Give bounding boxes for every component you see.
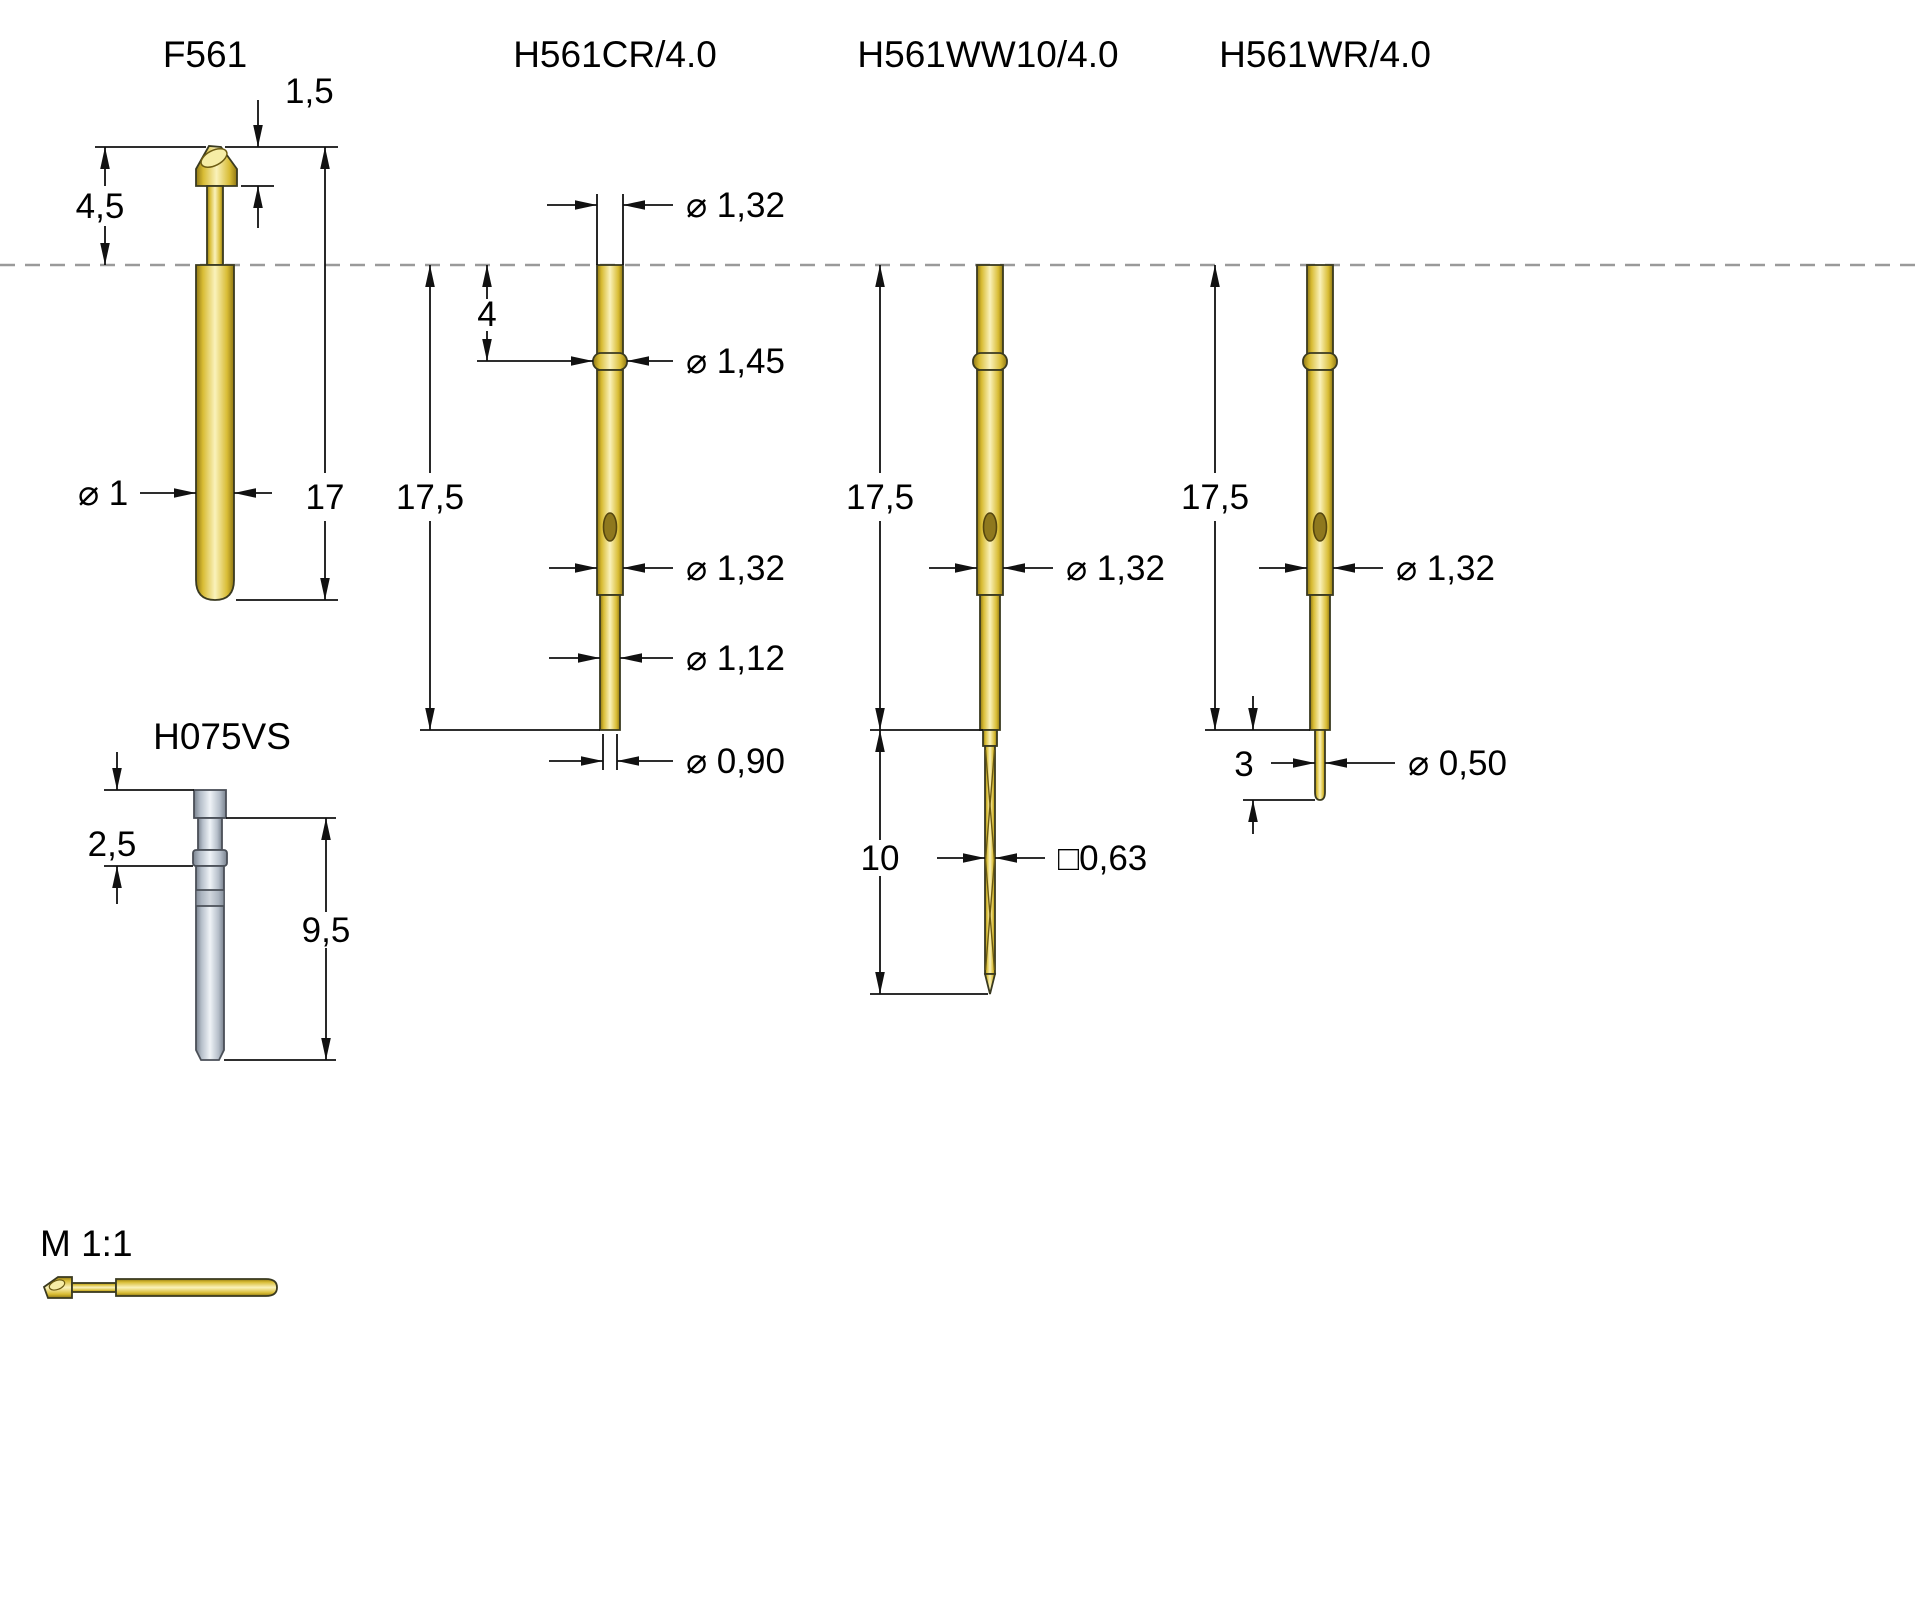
- figure-title-f561: F561: [163, 34, 247, 75]
- dim-h561cr-lower-dia: ⌀ 1,12: [686, 639, 785, 678]
- figure-title-h561ww10: H561WW10/4.0: [857, 34, 1118, 75]
- scale-probe-barrel: [115, 1278, 278, 1297]
- dim-h561cr-length: 17,5: [396, 478, 464, 517]
- dim-h561cr-bottom-dia: ⌀ 0,90: [686, 742, 785, 781]
- f561-probe-drawing: [195, 145, 238, 601]
- dim-h561cr-top-dia: ⌀ 1,32: [686, 186, 785, 225]
- receptacle-lower-tube: [979, 594, 1001, 731]
- figure-h561ww10: H561WW10/4.0 17,5 ⌀ 1,32: [846, 34, 1165, 995]
- solder-tail-pin: [1314, 729, 1326, 801]
- dim-h561cr-collar-offset: 4: [477, 295, 496, 334]
- figure-title-h075vs: H075VS: [153, 716, 291, 757]
- dim-h561ww10-body-dia: ⌀ 1,32: [1066, 549, 1165, 588]
- h561ww10-dimensions: 17,5 ⌀ 1,32 10 □0,63: [846, 265, 1165, 995]
- dim-h561ww10-post-length: 10: [861, 839, 900, 878]
- sleeve-ring-band: [196, 890, 224, 906]
- figure-h075vs: H075VS 2,5 9,5: [88, 716, 351, 1061]
- receptacle-top-tube: [596, 264, 624, 356]
- probe-barrel: [195, 264, 235, 601]
- sleeve-cap: [193, 789, 227, 819]
- receptacle-slot: [602, 512, 618, 542]
- figure-title-h561wr: H561WR/4.0: [1219, 34, 1431, 75]
- dim-h561cr-body-dia: ⌀ 1,32: [686, 549, 785, 588]
- h561wr-dimensions: 17,5 ⌀ 1,32 3 ⌀ 0,50: [1181, 265, 1507, 834]
- receptacle-lower-tube: [1309, 594, 1331, 731]
- figure-f561: F561 1,5 4,5 ⌀ 1 17: [76, 34, 345, 601]
- receptacle-slot: [1312, 512, 1328, 542]
- dim-h561wr-length: 17,5: [1181, 478, 1249, 517]
- receptacle-lower-tube: [599, 594, 621, 731]
- post-cross-line: [984, 749, 996, 861]
- dim-f561-body-length: 17: [306, 478, 345, 517]
- dim-f561-shaft-dia: ⌀ 1: [78, 474, 128, 513]
- wirewrap-post-tip: [983, 973, 997, 995]
- dim-h561wr-body-dia: ⌀ 1,32: [1396, 549, 1495, 588]
- dim-h561ww10-post-square: □0,63: [1058, 839, 1147, 878]
- dim-h561wr-tail-length: 3: [1234, 745, 1253, 784]
- h561wr-receptacle-drawing: [1302, 264, 1338, 801]
- h561cr-dimensions: ⌀ 1,32 4 ⌀ 1,45 17,5 ⌀ 1,32 ⌀ 1,12 ⌀ 0,9…: [396, 186, 785, 781]
- receptacle-body: [1306, 369, 1334, 596]
- probe-head-cut-face: [200, 148, 228, 168]
- receptacle-collar: [1302, 352, 1338, 371]
- receptacle-top-tube: [1306, 264, 1334, 356]
- sleeve-flange: [192, 849, 228, 867]
- dim-h561cr-collar-dia: ⌀ 1,45: [686, 342, 785, 381]
- dim-h075vs-body-length: 9,5: [302, 911, 351, 950]
- f561-dimensions: 1,5 4,5 ⌀ 1 17: [76, 72, 345, 601]
- dim-f561-tip-height: 1,5: [285, 72, 334, 111]
- scale-probe-drawing: [42, 1276, 278, 1299]
- h561ww10-receptacle-drawing: [972, 264, 1008, 995]
- receptacle-collar: [592, 352, 628, 371]
- figure-scale-view: M 1:1: [40, 1223, 278, 1299]
- probe-tip-shaft: [206, 185, 224, 266]
- figure-h561cr: H561CR/4.0 ⌀ 1,32 4 ⌀ 1,45 17,5: [396, 34, 785, 781]
- h561cr-receptacle-drawing: [592, 264, 628, 731]
- sleeve-body: [195, 865, 225, 1061]
- dim-h075vs-head-height: 2,5: [88, 825, 137, 864]
- wirewrap-neck: [982, 729, 998, 747]
- figure-h561wr: H561WR/4.0 17,5 ⌀ 1,32 3 ⌀ 0,50: [1181, 34, 1507, 834]
- dim-h561ww10-length: 17,5: [846, 478, 914, 517]
- dim-f561-head-length: 4,5: [76, 187, 125, 226]
- receptacle-collar: [972, 352, 1008, 371]
- receptacle-body: [976, 369, 1004, 596]
- receptacle-slot: [982, 512, 998, 542]
- scale-probe-head-face: [48, 1279, 66, 1291]
- receptacle-body: [596, 369, 624, 596]
- scale-probe-tip-shaft: [71, 1282, 117, 1293]
- figure-title-h561cr: H561CR/4.0: [513, 34, 717, 75]
- h075vs-dimensions: 2,5 9,5: [88, 752, 351, 1061]
- sleeve-neck: [197, 817, 223, 851]
- scale-label: M 1:1: [40, 1223, 133, 1264]
- post-cross-line: [984, 859, 996, 971]
- wirewrap-post: [984, 745, 996, 975]
- dim-h561wr-tail-dia: ⌀ 0,50: [1408, 744, 1507, 783]
- h075vs-sleeve-drawing: [192, 789, 228, 1061]
- receptacle-top-tube: [976, 264, 1004, 356]
